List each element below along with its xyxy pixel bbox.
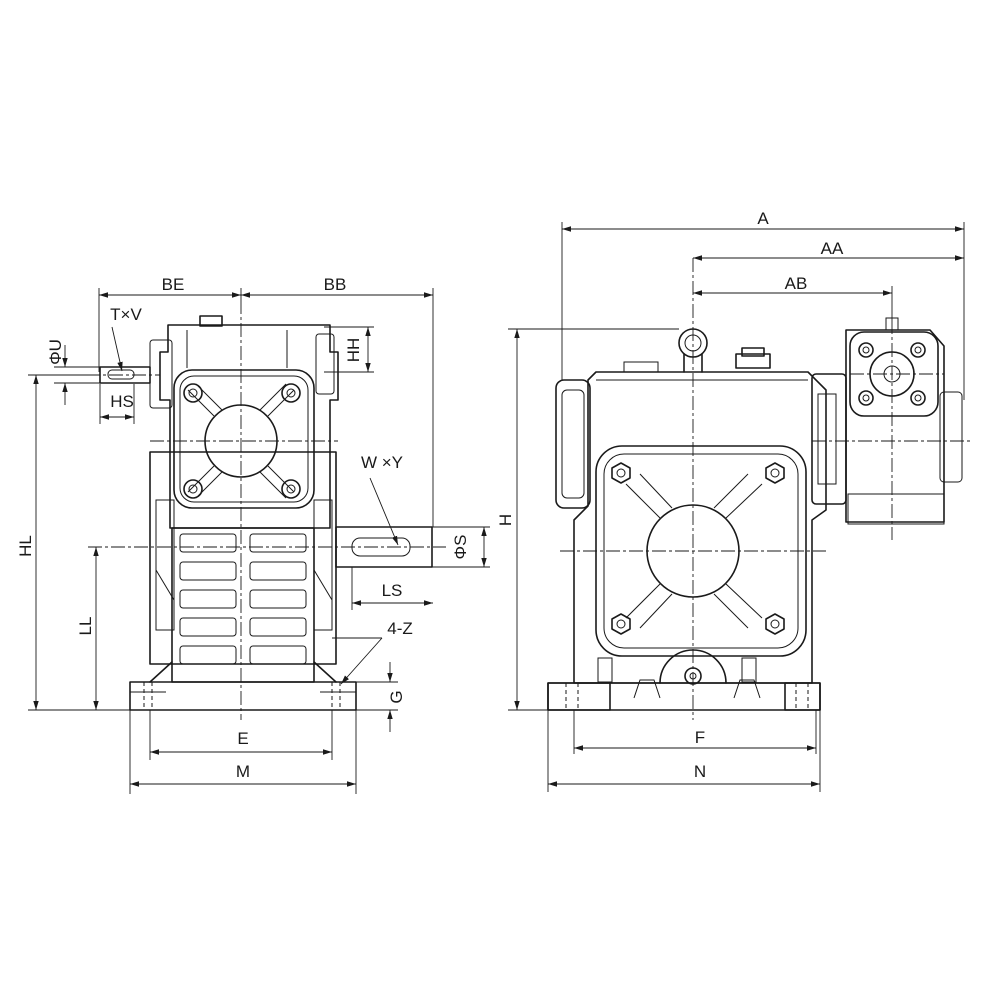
side-cooling-fins — [179, 533, 307, 665]
dim-label-aa: AA — [821, 239, 844, 258]
dim-label-s: ΦS — [451, 535, 470, 560]
front-view-dimensions: A AA AB H F N — [496, 209, 965, 792]
dim-label-bb: BB — [324, 275, 347, 294]
dim-label-a: A — [757, 209, 769, 228]
dim-label-e: E — [237, 729, 248, 748]
side-view — [86, 300, 446, 720]
side-flange-bolts — [183, 383, 301, 499]
front-reducer-housing — [845, 329, 945, 523]
front-side-cover — [555, 379, 591, 509]
front-main-housing — [573, 371, 827, 684]
side-base-plate — [129, 681, 357, 711]
front-view — [547, 258, 972, 720]
dim-label-be: BE — [162, 275, 185, 294]
dim-label-g: G — [387, 690, 406, 703]
front-flange-bolts — [611, 462, 785, 635]
side-view-dimensions: BE BB T×V ΦU HS HH HL LL W ×Y — [16, 275, 490, 794]
dim-label-u: ΦU — [46, 339, 65, 365]
side-upper-housing — [159, 324, 339, 529]
front-base-plate — [547, 682, 821, 711]
dim-label-ab: AB — [785, 274, 808, 293]
dim-label-hs: HS — [110, 392, 134, 411]
dim-label-hh: HH — [344, 338, 363, 363]
dim-label-hl: HL — [16, 535, 35, 557]
dim-label-f: F — [695, 728, 705, 747]
front-vent-plug — [735, 353, 771, 369]
dim-label-ll: LL — [76, 617, 95, 636]
dim-label-m: M — [236, 762, 250, 781]
dim-label-n: N — [694, 762, 706, 781]
dim-label-ls: LS — [382, 581, 403, 600]
side-vent-plug — [199, 315, 223, 327]
dim-label-txv: T×V — [110, 305, 142, 324]
dim-label-wxy: W ×Y — [361, 453, 403, 472]
dim-label-h: H — [496, 514, 515, 526]
front-reducer-bolts — [858, 342, 926, 406]
side-flange — [173, 369, 315, 509]
dim-label-z: 4-Z — [387, 619, 413, 638]
side-fin-block — [171, 527, 315, 683]
